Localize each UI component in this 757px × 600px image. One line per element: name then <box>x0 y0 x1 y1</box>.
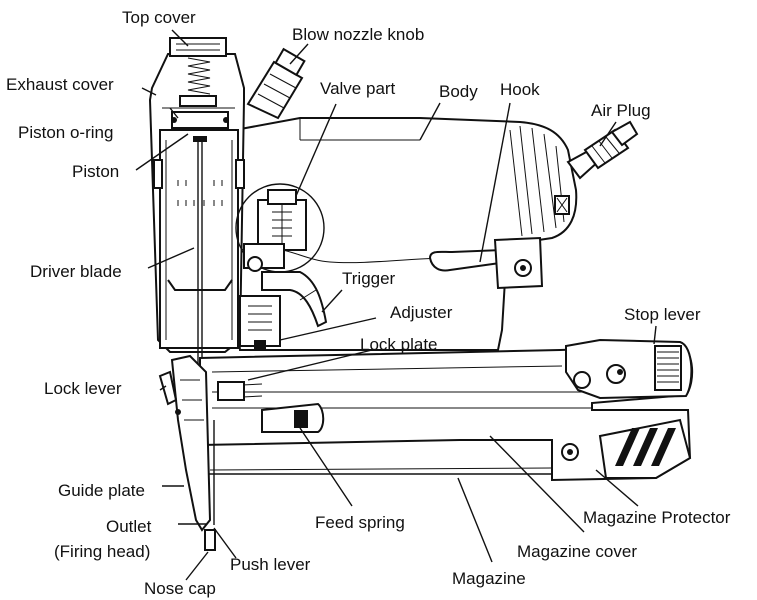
air-plug-shape <box>566 120 639 180</box>
label-outlet: Outlet <box>106 517 152 536</box>
label-lock-lever: Lock lever <box>44 379 122 398</box>
label-driver-blade: Driver blade <box>30 262 122 281</box>
label-air-plug: Air Plug <box>591 101 651 120</box>
hook-shape <box>428 236 544 290</box>
label-piston: Piston <box>72 162 119 181</box>
label-magazine: Magazine <box>452 569 526 588</box>
adjuster-shape <box>239 295 281 350</box>
label-guide-plate: Guide plate <box>58 481 145 500</box>
label-body: Body <box>439 82 478 101</box>
leader-lines <box>135 29 657 581</box>
stop-lever-shape <box>565 338 693 400</box>
label-hook: Hook <box>500 80 540 99</box>
label-valve-part: Valve part <box>320 79 396 98</box>
magazine-shape <box>199 344 694 482</box>
label-feed-spring: Feed spring <box>315 513 405 532</box>
label-top-cover: Top cover <box>122 8 196 27</box>
label-stop-lever: Stop lever <box>624 305 701 324</box>
label-push-lever: Push lever <box>230 555 311 574</box>
label-lock-plate: Lock plate <box>360 335 438 354</box>
label-firing-head: (Firing head) <box>54 542 150 561</box>
blow-nozzle-shape <box>246 47 306 120</box>
label-magazine-protector: Magazine Protector <box>583 508 731 527</box>
labels: Top cover Blow nozzle knob Exhaust cover… <box>6 8 731 598</box>
body-shape <box>234 117 578 351</box>
label-blow-nozzle-knob: Blow nozzle knob <box>292 25 424 44</box>
label-trigger: Trigger <box>342 269 396 288</box>
feed-spring-shape <box>217 381 325 433</box>
nailer-illustration <box>148 37 694 551</box>
label-exhaust-cover: Exhaust cover <box>6 75 114 94</box>
cylinder-housing <box>148 37 245 500</box>
label-nose-cap: Nose cap <box>144 579 216 598</box>
label-magazine-cover: Magazine cover <box>517 542 637 561</box>
label-adjuster: Adjuster <box>390 303 453 322</box>
label-piston-o-ring: Piston o-ring <box>18 123 113 142</box>
trigger-shape <box>261 271 328 328</box>
valve-shape <box>235 183 325 273</box>
guide-plate-shape <box>158 354 216 551</box>
